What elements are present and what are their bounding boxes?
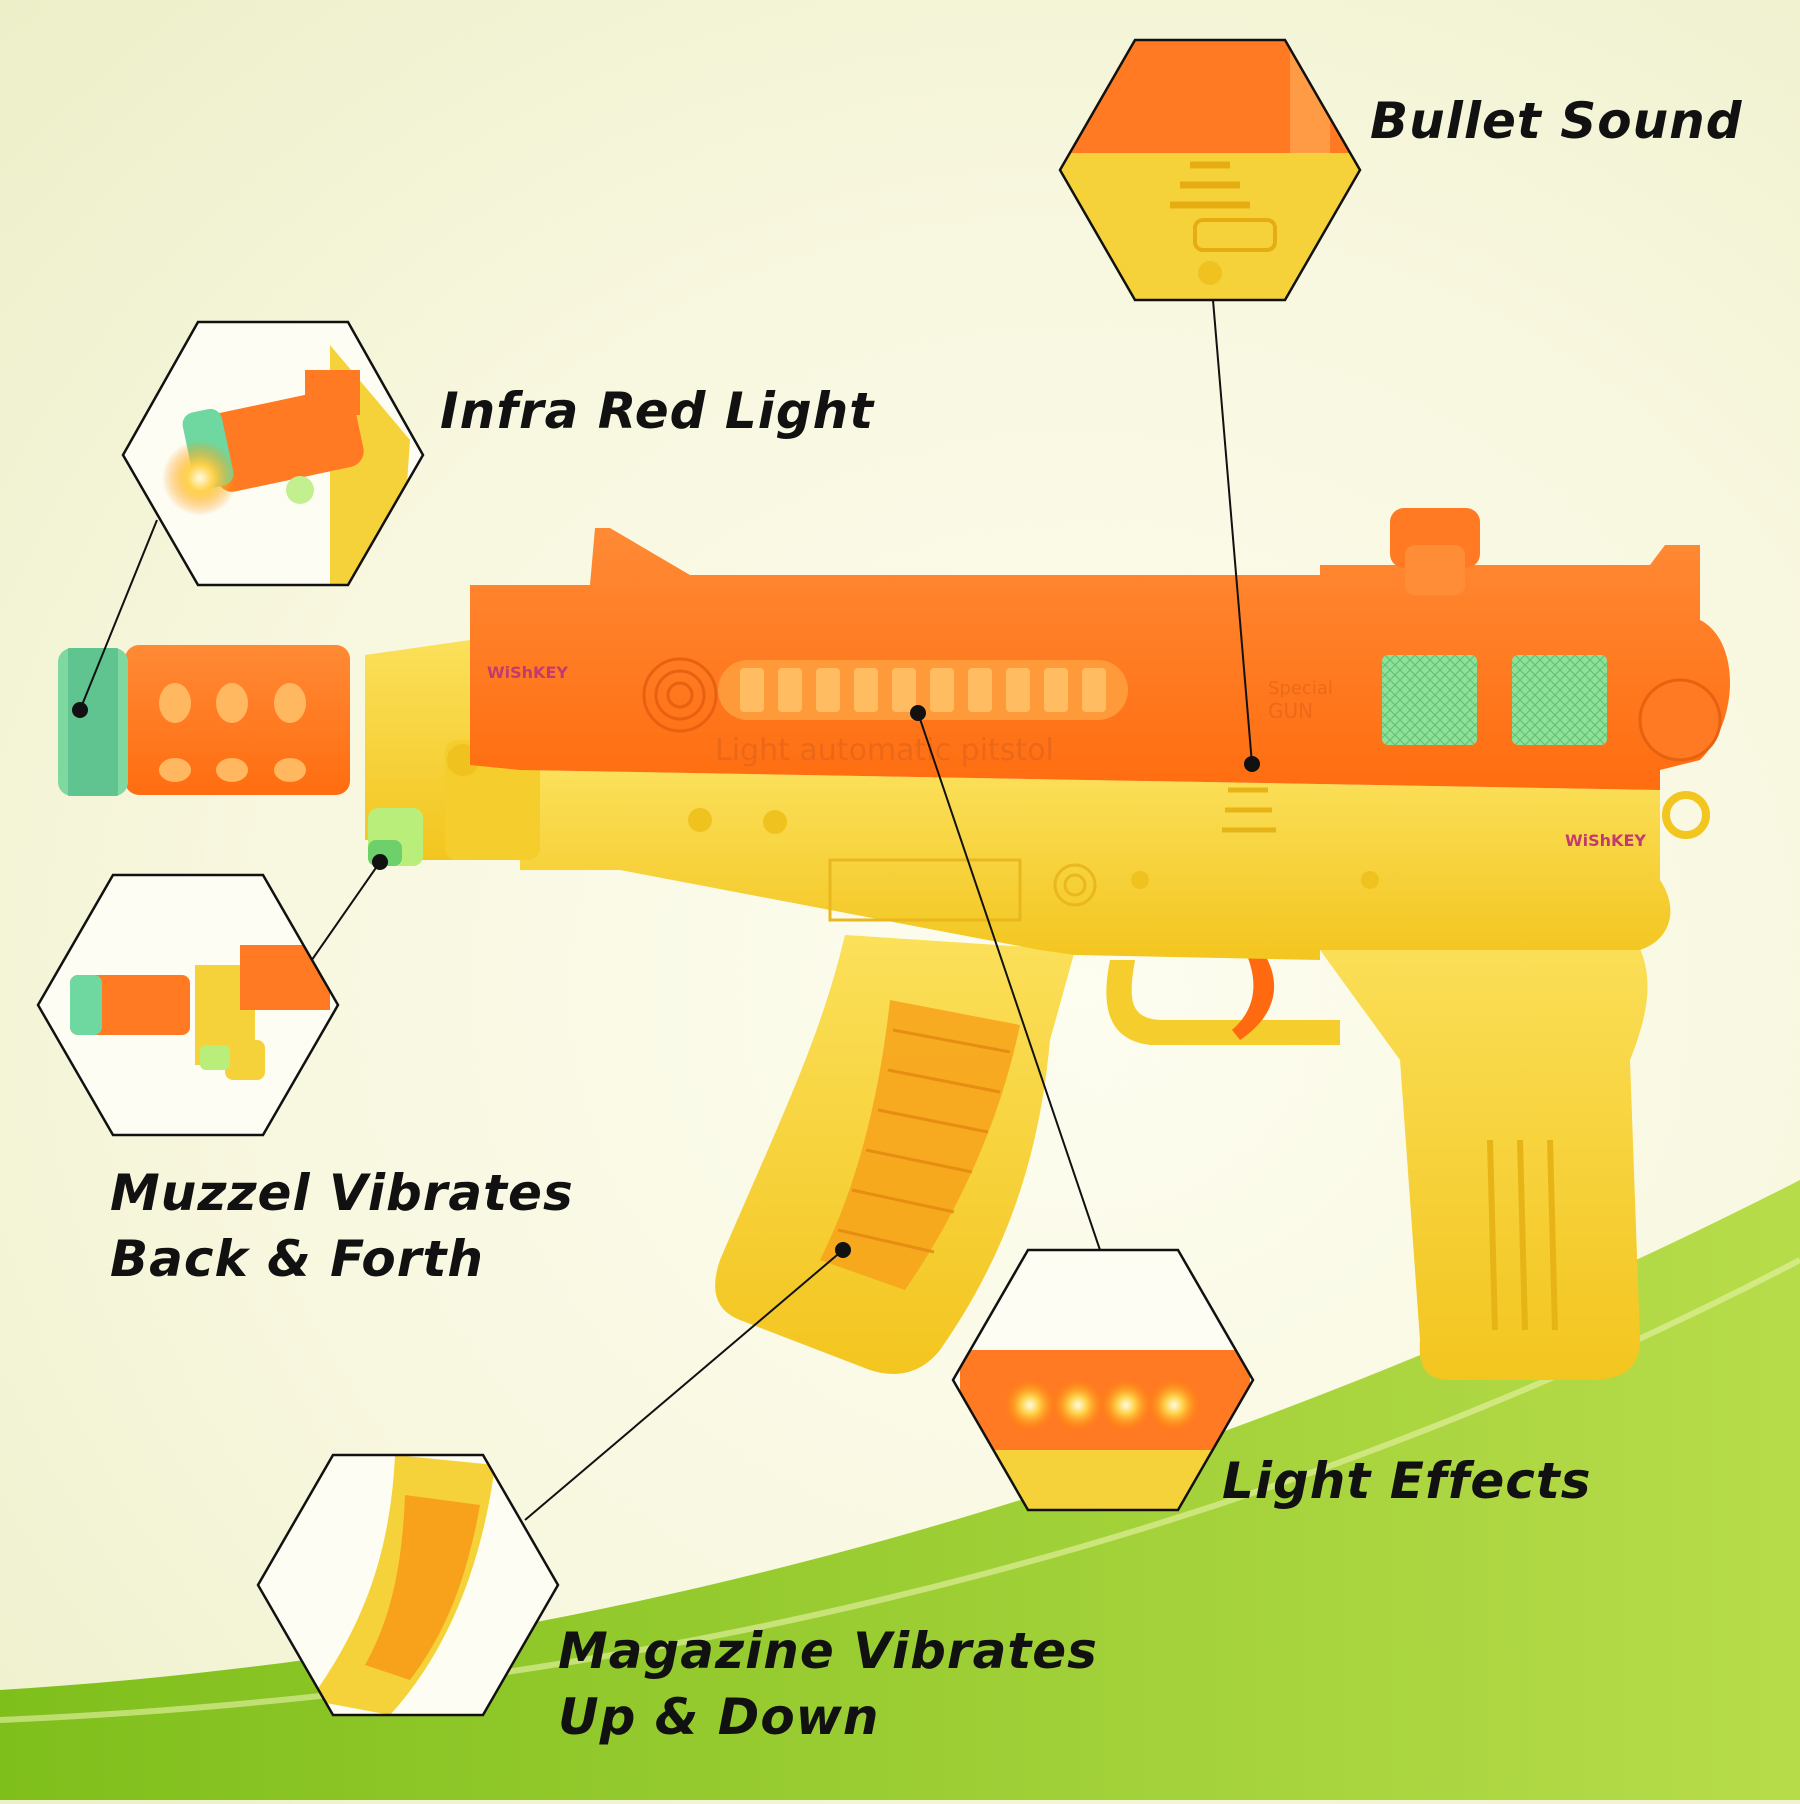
feature-label-bullet-sound: Bullet Sound bbox=[1370, 88, 1743, 154]
callout-lines bbox=[79, 299, 1253, 1521]
front-block bbox=[365, 640, 470, 860]
hex-inset-bullet-sound bbox=[1058, 38, 1362, 302]
hex-inset-infra-red bbox=[121, 320, 425, 587]
feature-label-light-effects: Light Effects bbox=[1222, 1448, 1592, 1514]
feature-label-magazine-vibrates: Magazine Vibrates Up & Down bbox=[558, 1618, 1098, 1750]
feature-label-line: Up & Down bbox=[558, 1688, 880, 1746]
lower-receiver bbox=[520, 770, 1671, 960]
toy-side-text: Light automatic pitstol bbox=[715, 733, 1054, 768]
feature-label-line: Magazine Vibrates bbox=[558, 1622, 1098, 1680]
callout-dots bbox=[72, 702, 1260, 1258]
feature-label-line: Muzzel Vibrates bbox=[110, 1164, 574, 1222]
hex-inset-magazine bbox=[256, 1453, 560, 1717]
toy-stamp-line1: Special bbox=[1268, 678, 1333, 699]
feature-label-line: Infra Red Light bbox=[440, 382, 875, 440]
trigger-guard bbox=[1106, 960, 1340, 1045]
pistol-grip bbox=[1320, 920, 1648, 1380]
feature-label-infra-red-light: Infra Red Light bbox=[440, 378, 874, 444]
feature-label-line: Light Effects bbox=[1222, 1452, 1592, 1510]
toy-gun: Light automatic pitstol Special GUN WiSh… bbox=[58, 508, 1730, 1380]
feature-label-line: Back & Forth bbox=[110, 1230, 484, 1288]
toy-stamp-line2: GUN bbox=[1268, 699, 1313, 723]
feature-label-line: Bullet Sound bbox=[1370, 92, 1743, 150]
green-panel-left bbox=[1382, 655, 1477, 745]
brand-logo-lower: WiShKEY bbox=[1565, 831, 1646, 850]
trigger bbox=[1232, 955, 1275, 1040]
green-panel-right bbox=[1512, 655, 1607, 745]
hex-inset-muzzle bbox=[36, 873, 340, 1137]
feature-label-muzzel-vibrates: Muzzel Vibrates Back & Forth bbox=[110, 1160, 574, 1292]
brand-logo-upper: WiShKEY bbox=[487, 663, 568, 682]
